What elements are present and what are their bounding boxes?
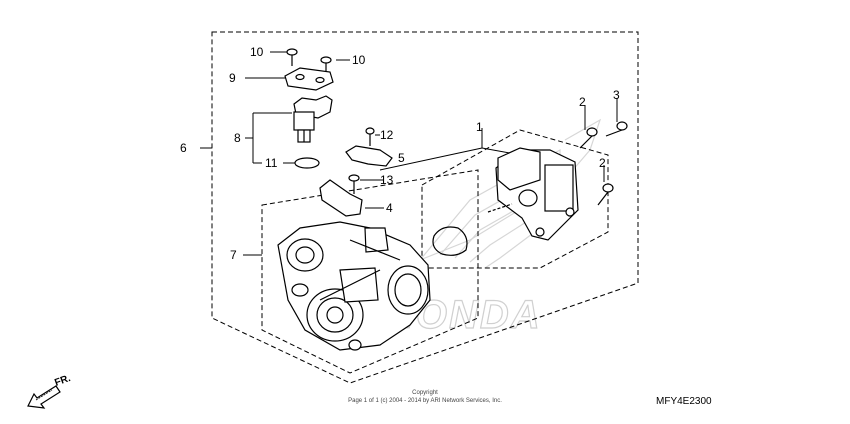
gasket-plate-9 (284, 67, 334, 91)
joint-4 (319, 179, 363, 217)
throttle-body-7 (277, 221, 431, 351)
screw-2-upper (579, 127, 598, 149)
screw-13 (348, 174, 360, 194)
sensor-unit-1 (487, 147, 579, 241)
front-direction-arrow: FR. (27, 373, 72, 409)
diagram-code: MFY4E2300 (656, 396, 712, 407)
leader-lines (200, 51, 618, 256)
bolt-12 (365, 127, 375, 146)
screw-10-right (320, 56, 332, 72)
callout-12: 12 (380, 128, 394, 142)
callout-2-lower: 2 (599, 156, 606, 170)
callout-7: 7 (230, 248, 237, 262)
screw-3 (605, 121, 628, 137)
callout-9: 9 (229, 71, 236, 85)
callout-5: 5 (398, 151, 405, 165)
callout-8: 8 (234, 131, 241, 145)
screw-10-left (286, 48, 298, 66)
callout-4: 4 (386, 201, 393, 215)
sensor-8 (293, 95, 333, 143)
callout-10-left: 10 (250, 45, 264, 59)
seal-1 (432, 226, 468, 256)
callout-10-right: 10 (352, 53, 366, 67)
callout-1: 1 (476, 120, 483, 134)
callout-2-upper: 2 (579, 95, 586, 109)
screw-2-lower (597, 183, 614, 206)
copyright-line-2: Page 1 of 1 (c) 2004 - 2014 by ARI Netwo… (348, 398, 502, 404)
parts (277, 48, 628, 351)
callout-labels: 1 2 2 3 4 5 6 7 8 9 10 10 11 12 13 (180, 45, 620, 262)
bracket-5 (345, 145, 393, 167)
o-ring-11 (294, 157, 320, 169)
callout-11: 11 (265, 156, 278, 170)
copyright-line-1: Copyright (412, 390, 438, 396)
front-label: FR. (53, 373, 72, 389)
callout-13: 13 (380, 173, 394, 187)
callout-6: 6 (180, 141, 187, 155)
callout-3: 3 (613, 88, 620, 102)
